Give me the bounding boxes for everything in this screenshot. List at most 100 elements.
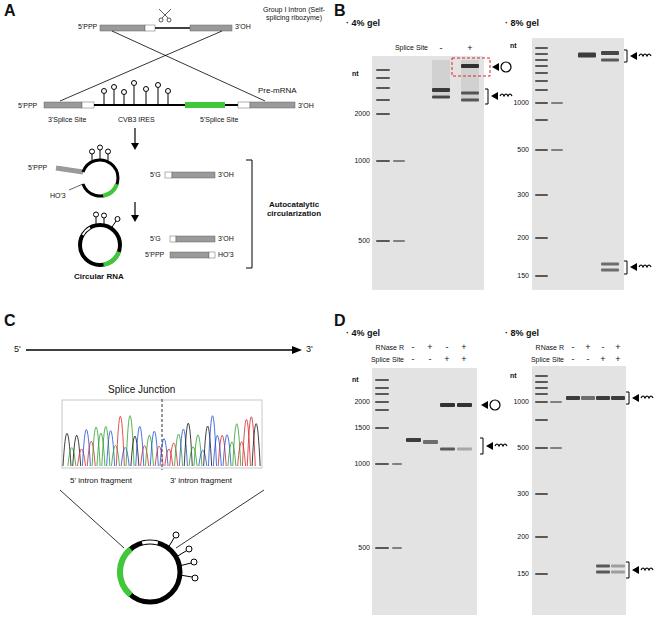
label: 300 xyxy=(517,490,529,498)
gel-band xyxy=(375,387,389,389)
gel-band xyxy=(432,88,450,92)
gel-band xyxy=(535,65,548,67)
label: 500 xyxy=(517,146,529,154)
label: 5'G xyxy=(150,171,161,179)
chromatogram-peak xyxy=(194,435,202,466)
gel-band xyxy=(375,427,389,429)
gel-band xyxy=(581,396,595,400)
chromatogram-peak xyxy=(63,433,71,466)
gel-band xyxy=(440,403,455,407)
gel-band xyxy=(375,547,389,549)
gel-band xyxy=(596,571,610,574)
linear-rna-symbol xyxy=(639,265,651,267)
chromatogram-peak xyxy=(116,416,124,466)
arrowhead xyxy=(630,263,637,271)
label: Splice Junction xyxy=(108,384,175,396)
chromatogram-peak xyxy=(165,449,173,466)
gel-band xyxy=(551,102,563,104)
gel-band xyxy=(535,72,548,74)
gel-background xyxy=(532,38,624,290)
gel-band xyxy=(457,403,472,407)
gel-band xyxy=(375,393,389,395)
label: 5'Splice Site xyxy=(200,116,238,124)
arrowhead xyxy=(481,401,488,409)
gel-band xyxy=(461,92,479,95)
arrowhead xyxy=(630,52,637,60)
highlight-box xyxy=(452,58,490,76)
chromatogram-peak xyxy=(247,417,255,466)
gel-smear xyxy=(432,60,450,95)
gel-band xyxy=(596,396,610,400)
gel-band xyxy=(375,401,389,403)
gel-band xyxy=(535,493,548,495)
chromatogram-peak xyxy=(92,427,100,466)
label: Pre-mRNA xyxy=(258,86,297,95)
gel-band xyxy=(535,447,548,449)
chromatogram-peak xyxy=(150,431,158,466)
label: - xyxy=(429,354,432,364)
label: + xyxy=(461,342,466,352)
label: nt xyxy=(510,42,517,50)
label: 2000 xyxy=(354,398,370,406)
gel-band xyxy=(376,77,390,79)
gel-band xyxy=(535,381,548,383)
circular-rna-symbol xyxy=(501,62,511,72)
label: 500 xyxy=(358,544,370,552)
gel-band xyxy=(461,64,479,68)
gel-band xyxy=(535,47,548,49)
gel-band xyxy=(440,448,455,451)
gel-band xyxy=(596,565,610,568)
bracket xyxy=(624,261,627,274)
chromatogram-peak xyxy=(252,424,260,466)
label: 1000 xyxy=(354,157,370,165)
chromatogram-peak xyxy=(87,441,95,466)
label: RNase R xyxy=(376,344,404,352)
label: + xyxy=(615,342,620,352)
chromatogram-peak xyxy=(112,445,120,466)
chromatogram-peak xyxy=(233,424,241,466)
gel-background xyxy=(372,56,484,290)
panel-letter: C xyxy=(4,312,16,330)
label: + xyxy=(444,354,449,364)
bracket xyxy=(485,89,488,104)
gel-band xyxy=(535,194,548,196)
label: - xyxy=(572,342,575,352)
gel-band xyxy=(550,447,562,449)
label: + xyxy=(585,342,590,352)
chromatogram-peak xyxy=(121,447,129,466)
label: · 4% gel xyxy=(346,18,380,28)
panel-letter: B xyxy=(334,2,346,20)
arrowhead xyxy=(632,566,639,574)
label: 3'OH xyxy=(298,102,314,110)
chromatogram-peak xyxy=(155,446,163,466)
label: - xyxy=(602,342,605,352)
label: 1000 xyxy=(354,460,370,468)
label: · 8% gel xyxy=(505,18,539,28)
gel-band xyxy=(392,547,402,549)
gel-band xyxy=(376,99,390,101)
label: 2000 xyxy=(354,110,370,118)
gel-band xyxy=(611,565,625,568)
label: 3' intron fragment xyxy=(170,476,232,485)
chromatogram-peak xyxy=(102,426,110,466)
label: 500 xyxy=(358,237,370,245)
gel-band xyxy=(535,387,548,389)
label: nt xyxy=(352,70,359,78)
gel-band xyxy=(393,160,405,162)
label: 3'OH xyxy=(218,235,234,243)
gel-band xyxy=(376,240,390,242)
label: nt xyxy=(510,372,517,380)
chromatogram-peak xyxy=(136,426,144,466)
gel-band xyxy=(406,438,421,442)
linear-rna-symbol xyxy=(500,94,512,96)
label: - xyxy=(446,342,449,352)
label: HO'3 xyxy=(218,251,234,259)
gel-band xyxy=(535,536,548,538)
arrowhead xyxy=(492,63,499,71)
gel-band xyxy=(535,119,548,121)
gel-band xyxy=(375,379,389,381)
label: HO'3 xyxy=(50,192,66,200)
gel-band xyxy=(578,53,596,58)
label: 150 xyxy=(517,570,529,578)
gel-band xyxy=(611,396,625,400)
